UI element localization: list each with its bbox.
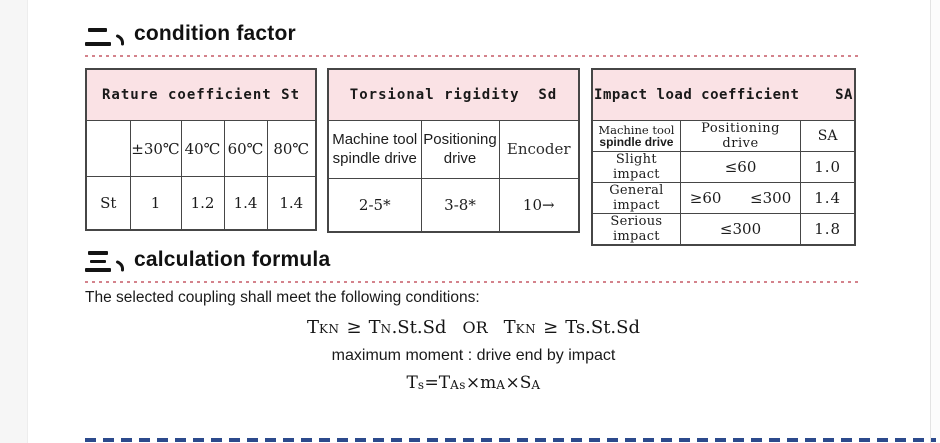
formula-term: .St.Sd <box>391 317 447 338</box>
header-cell: Encoder <box>498 120 580 179</box>
section-calculation-formula-heading: calculation formula <box>85 248 330 272</box>
header-cell: Positioning drive <box>679 120 802 152</box>
range-cell: ≤300 <box>679 213 802 246</box>
section-title: condition factor <box>134 22 296 45</box>
formula-term: S <box>519 373 532 393</box>
formula-subscript: A <box>496 378 506 392</box>
section-title: calculation formula <box>134 248 331 271</box>
value-cell: 1.4 <box>266 176 317 231</box>
header-line: Machine tool <box>598 122 675 137</box>
dashed-divider-blue <box>85 438 936 442</box>
value-cell: 10→ <box>498 178 580 233</box>
value-cell: 2-5* <box>327 178 422 233</box>
value-cell: 1.4 <box>800 182 856 214</box>
page-left-gutter <box>0 0 28 443</box>
header-cell: ±30℃ <box>129 120 182 177</box>
dashed-divider-red <box>85 55 862 57</box>
table-row: Slight impact ≤60 1.0 <box>591 151 856 183</box>
value-cell: 1.4 <box>223 176 268 231</box>
maximum-moment-note: maximum moment : drive end by impact <box>331 347 616 364</box>
or-conjunction: OR <box>462 318 488 337</box>
value-cell: 1.8 <box>800 213 856 246</box>
chinese-comma-icon <box>116 260 125 272</box>
formula-subscript: As <box>450 378 466 392</box>
value-cell: 1.0 <box>800 151 856 183</box>
header-cell: 60℃ <box>223 120 268 177</box>
formula-subscript: N <box>380 322 392 336</box>
geq-operator: ≥ <box>543 317 559 338</box>
value-cell: 1.2 <box>180 176 225 231</box>
conditions-intro-text: The selected coupling shall meet the fol… <box>85 289 480 306</box>
row-label: Serious impact <box>591 213 681 246</box>
header-cell: Machine tool spindle drive <box>327 120 422 179</box>
formula-term: T <box>306 317 319 338</box>
row-label: General impact <box>591 182 681 214</box>
formula-term: Ts.St.Sd <box>565 317 640 338</box>
header-cell: 40℃ <box>180 120 225 177</box>
formula-term: m <box>480 373 497 393</box>
range-cell: ≥60 ≤300 <box>679 182 802 214</box>
formula-subscript: KN <box>515 322 537 336</box>
header-cell: Machine tool spindle drive <box>591 120 681 152</box>
row-label: Slight impact <box>591 151 681 183</box>
equals-operator: = <box>424 373 439 393</box>
formula-term: T <box>503 317 516 338</box>
header-cell: SA <box>800 120 856 152</box>
value-cell: 3-8* <box>420 178 500 233</box>
header-cell <box>85 120 131 177</box>
row-label: St <box>85 176 131 231</box>
impact-load-coefficient-table: Impact load coefficient SA Machine tool … <box>591 68 856 246</box>
header-cell: 80℃ <box>266 120 317 177</box>
table-title: Torsional rigidity Sd <box>327 68 580 121</box>
value-cell: 1 <box>129 176 182 231</box>
chinese-numeral-two-icon <box>85 25 111 46</box>
header-line: spindle drive <box>599 134 674 149</box>
formula-subscript: s <box>417 378 425 392</box>
torsional-rigidity-table: Torsional rigidity Sd Machine tool spind… <box>327 68 580 233</box>
dashed-divider-red <box>85 281 862 283</box>
page-right-gutter <box>930 0 940 443</box>
range-cell: ≤60 <box>679 151 802 183</box>
times-operator: × <box>465 373 481 393</box>
times-operator: × <box>505 373 520 393</box>
table-title: Impact load coefficient SA <box>591 68 856 121</box>
formula-term: T <box>368 317 381 338</box>
formula-subscript: A <box>531 378 541 392</box>
geq-operator: ≥ <box>346 317 362 338</box>
formula-subscript: KN <box>319 322 340 336</box>
chinese-comma-icon <box>116 34 125 46</box>
table-title: Rature coefficient St <box>85 68 317 121</box>
formula-term: T <box>438 373 451 393</box>
section-condition-factor-heading: condition factor <box>85 22 296 46</box>
rature-coefficient-table: Rature coefficient St ±30℃ 40℃ 60℃ 80℃ S… <box>85 68 318 231</box>
ts-formula: Ts=TAs×mA×SA <box>85 373 862 393</box>
header-cell: Positioning drive <box>420 120 500 179</box>
formula-term: T <box>406 373 418 393</box>
table-row: Serious impact ≤300 1.8 <box>591 213 856 246</box>
table-row: General impact ≥60 ≤300 1.4 <box>591 182 856 214</box>
chinese-numeral-three-icon <box>85 251 111 272</box>
